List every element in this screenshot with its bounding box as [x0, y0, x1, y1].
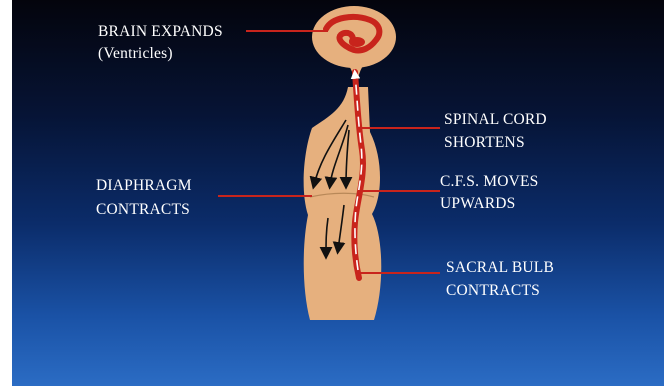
brain-ventricle-core [349, 37, 365, 47]
csf-flow-diagram: BRAIN EXPANDS (Ventricles) SPINAL CORD S… [12, 0, 664, 386]
csf-label-line1: C.F.S. MOVES [440, 173, 539, 190]
diagram-slide: BRAIN EXPANDS (Ventricles) SPINAL CORD S… [12, 0, 664, 386]
diaphragm-label-line2: CONTRACTS [96, 201, 190, 218]
diaphragm-label-line1: DIAPHRAGM [96, 177, 192, 194]
brain-label-line2: (Ventricles) [98, 45, 173, 62]
sacral-label-line1: SACRAL BULB [446, 259, 554, 276]
csf-label-line2: UPWARDS [440, 195, 515, 212]
brain-illustration [312, 6, 396, 78]
spinal-label-line1: SPINAL CORD [444, 111, 547, 128]
spinal-label-line2: SHORTENS [444, 134, 525, 151]
sacral-label-line2: CONTRACTS [446, 282, 540, 299]
brain-label-line1: BRAIN EXPANDS [98, 23, 223, 40]
torso-outline [304, 87, 382, 320]
